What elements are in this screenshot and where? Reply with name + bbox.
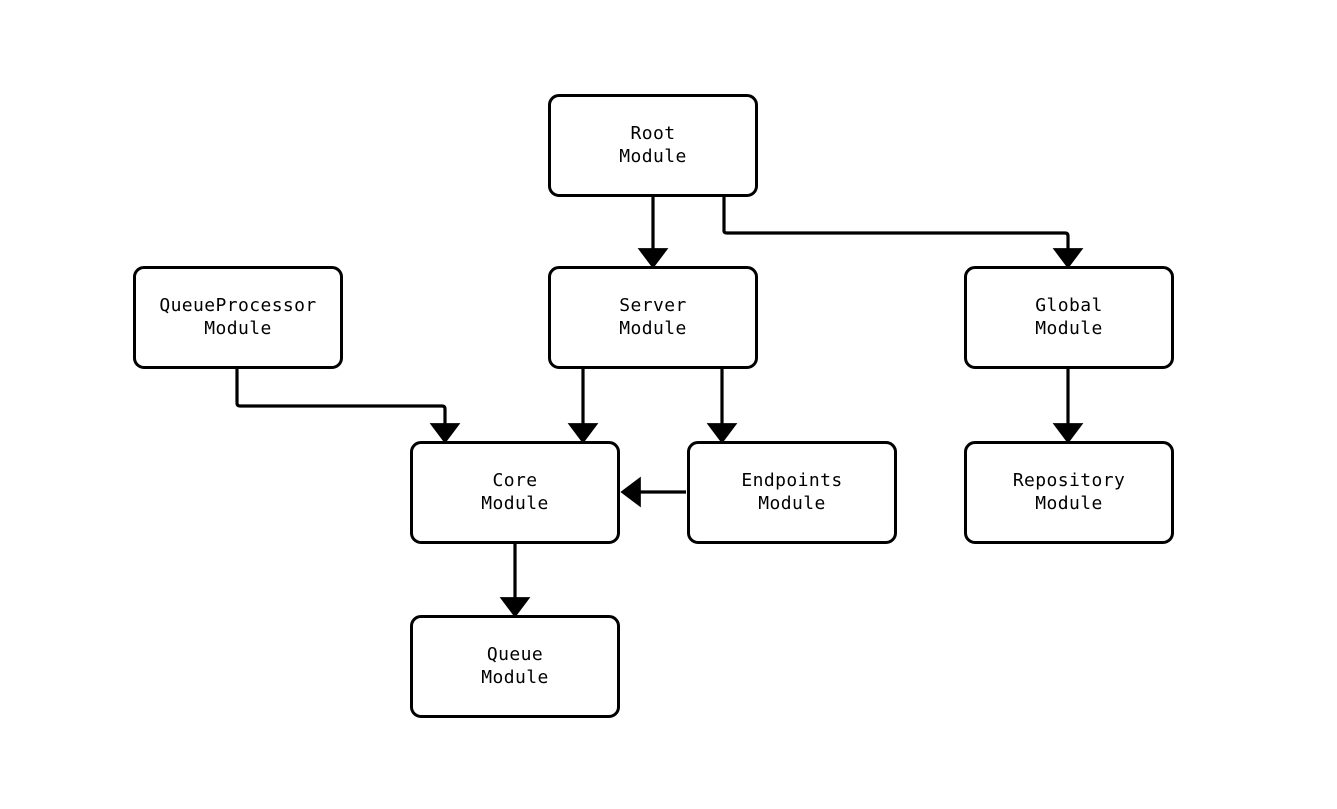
node-global-label: Global Module bbox=[1035, 295, 1103, 339]
node-root[interactable]: Root Module bbox=[548, 94, 758, 197]
edge-queueprocessor-core bbox=[235, 369, 461, 444]
node-global[interactable]: Global Module bbox=[964, 266, 1174, 369]
node-endpoints[interactable]: Endpoints Module bbox=[687, 441, 897, 544]
node-queue-label: Queue Module bbox=[481, 644, 549, 688]
node-endpoints-label: Endpoints Module bbox=[741, 470, 843, 514]
node-core-label: Core Module bbox=[481, 470, 549, 514]
node-server-label: Server Module bbox=[619, 295, 687, 339]
node-queue[interactable]: Queue Module bbox=[410, 615, 620, 718]
node-core[interactable]: Core Module bbox=[410, 441, 620, 544]
node-server[interactable]: Server Module bbox=[548, 266, 758, 369]
node-repository[interactable]: Repository Module bbox=[964, 441, 1174, 544]
edge-root-global bbox=[722, 197, 1084, 269]
node-root-label: Root Module bbox=[619, 123, 687, 167]
node-repository-label: Repository Module bbox=[1012, 470, 1126, 514]
node-queueprocessor-label: QueueProcessor Module bbox=[159, 295, 317, 339]
node-queueprocessor[interactable]: QueueProcessor Module bbox=[133, 266, 343, 369]
